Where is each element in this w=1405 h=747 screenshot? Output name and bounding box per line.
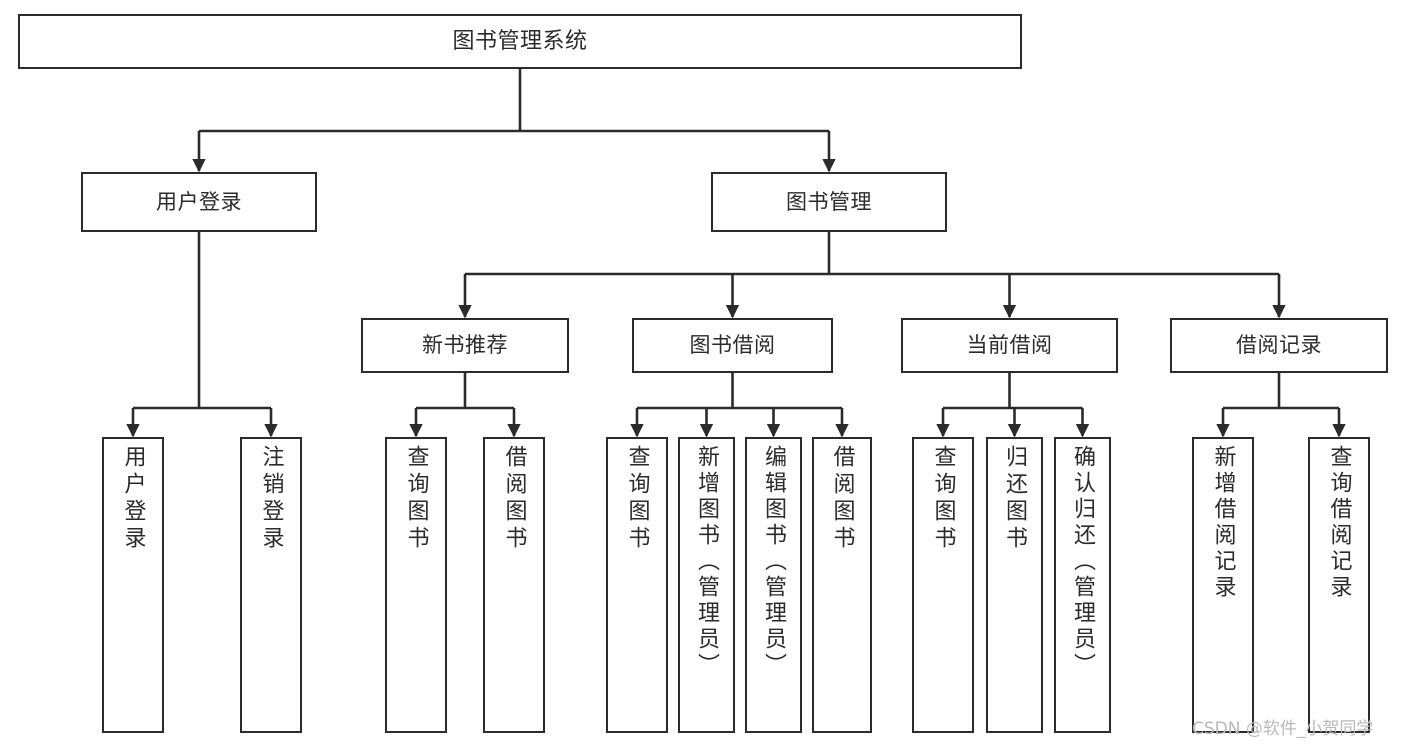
node-leaf-edit-book[interactable]: 编辑图书（管理员） [745,437,802,733]
node-label: 借阅记录 [1236,333,1322,358]
node-label: 查询借阅记录 [1326,445,1352,601]
node-leaf-borrow-book-1[interactable]: 借阅图书 [483,437,545,733]
node-book-borrow[interactable]: 图书借阅 [632,318,833,373]
node-root-system[interactable]: 图书管理系统 [18,14,1022,69]
node-label: 查询图书 [930,445,956,553]
node-leaf-logout[interactable]: 注销登录 [240,437,302,733]
node-label: 新增图书（管理员） [694,445,720,679]
node-label: 新增借阅记录 [1210,445,1236,601]
node-label: 当前借阅 [966,333,1053,358]
node-borrow-record[interactable]: 借阅记录 [1170,318,1388,373]
node-leaf-query-book-3[interactable]: 查询图书 [912,437,974,733]
node-label: 确认归还（管理员） [1070,445,1096,679]
node-label: 用户登录 [156,189,242,214]
node-label: 归还图书 [1002,445,1028,553]
node-current-borrow[interactable]: 当前借阅 [901,318,1118,373]
node-book-manage[interactable]: 图书管理 [711,172,947,232]
node-user-login[interactable]: 用户登录 [81,172,317,232]
node-label: 新书推荐 [422,333,508,358]
node-label: 查询图书 [624,445,650,553]
node-leaf-confirm-return[interactable]: 确认归还（管理员） [1054,437,1111,733]
node-label: 用户登录 [120,445,146,553]
node-label: 编辑图书（管理员） [761,445,787,679]
node-leaf-add-record[interactable]: 新增借阅记录 [1192,437,1254,733]
node-leaf-return-book[interactable]: 归还图书 [986,437,1043,733]
node-leaf-add-book[interactable]: 新增图书（管理员） [678,437,735,733]
node-label: 借阅图书 [501,445,527,553]
node-leaf-user-login[interactable]: 用户登录 [102,437,164,733]
node-leaf-query-book-2[interactable]: 查询图书 [606,437,668,733]
node-label: 借阅图书 [829,445,855,553]
node-label: 图书管理系统 [452,28,588,54]
node-leaf-borrow-book-2[interactable]: 借阅图书 [812,437,872,733]
node-label: 注销登录 [258,445,284,553]
node-new-book-recommend[interactable]: 新书推荐 [361,318,569,373]
node-leaf-query-record[interactable]: 查询借阅记录 [1308,437,1370,733]
node-label: 图书借阅 [689,333,776,358]
node-label: 图书管理 [786,189,872,214]
node-label: 查询图书 [403,445,429,553]
node-leaf-query-book-1[interactable]: 查询图书 [385,437,447,733]
